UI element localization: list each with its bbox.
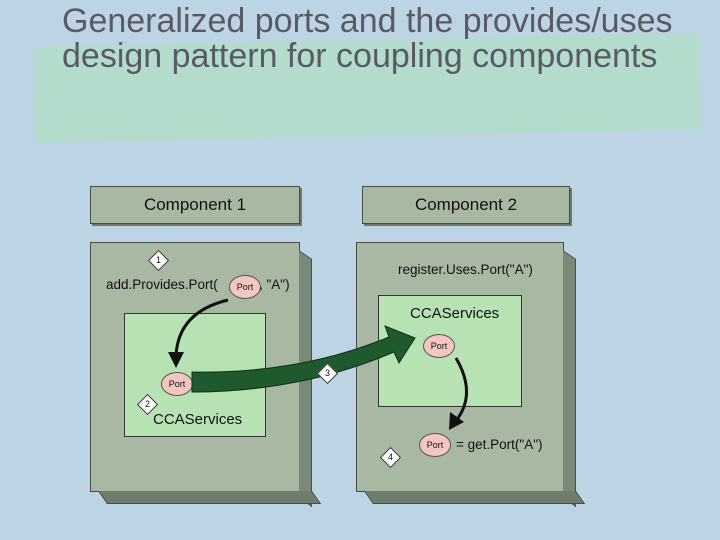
- get-port-arrow-head: [449, 412, 464, 430]
- provided-port: Port: [229, 275, 261, 299]
- add-provides-port-call-suffix: , "A"): [259, 277, 290, 292]
- component2-services-label: CCAServices: [410, 305, 500, 322]
- provide-arrow-head: [168, 352, 184, 368]
- provide-arrow: [174, 298, 229, 357]
- component2-obtained-port: Port: [419, 433, 451, 457]
- connect-arrow: [191, 325, 416, 393]
- component1-header: Component 1: [90, 186, 300, 224]
- register-uses-port-call: register.Uses.Port("A"): [398, 262, 533, 277]
- get-port-call: = get.Port("A"): [456, 437, 543, 452]
- add-provides-port-call: add.Provides.Port(: [106, 277, 218, 292]
- component1-services-label: CCAServices: [153, 411, 243, 428]
- component2-registered-port: Port: [423, 334, 455, 358]
- step-3-number: 3: [324, 368, 330, 378]
- component1-registered-port: Port: [161, 372, 193, 396]
- page-title: Generalized ports and the provides/uses …: [62, 2, 673, 75]
- component2-header: Component 2: [362, 186, 570, 224]
- get-port-arrow: [454, 357, 468, 419]
